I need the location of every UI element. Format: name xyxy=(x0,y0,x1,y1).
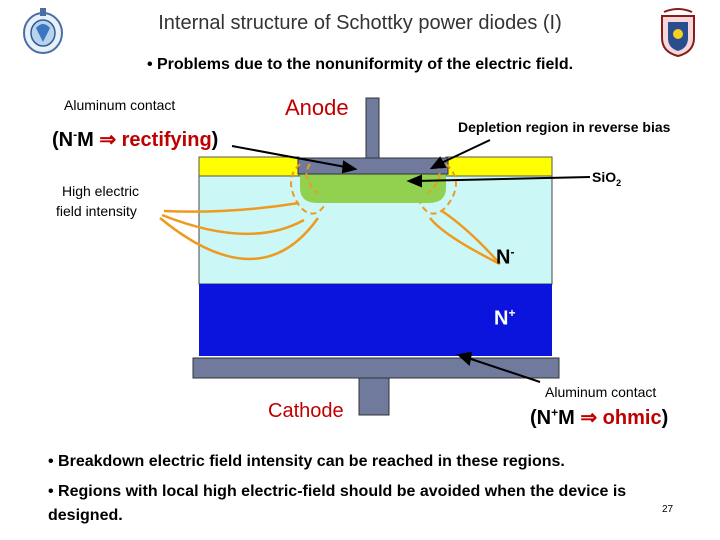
depletion-label: Depletion region in reverse bias xyxy=(458,119,671,135)
cathode-terminal xyxy=(358,377,390,416)
bullet-regions-cont: designed. xyxy=(48,507,123,524)
page-number: 27 xyxy=(662,504,674,515)
n-minus-main: N xyxy=(496,246,511,269)
cathode-label: Cathode xyxy=(268,400,344,422)
university-seal-icon xyxy=(20,6,66,56)
n-minus-sup: - xyxy=(510,245,515,259)
sio2-sub: 2 xyxy=(616,177,622,188)
pointer-lines xyxy=(159,201,501,266)
oxide-left xyxy=(198,156,300,177)
n-plus-main: N xyxy=(494,307,509,330)
ohmic-sup: + xyxy=(551,405,559,420)
sio2-label: SiO2 xyxy=(592,169,621,188)
rectifying-arrow-icon: ⇒ xyxy=(99,129,117,151)
n-plus-sup: + xyxy=(508,306,516,320)
ohmic-word: ohmic xyxy=(597,407,662,429)
rectifying-close: ) xyxy=(211,129,219,151)
sio2-si: Si xyxy=(592,169,606,185)
bullet-regions: • Regions with local high electric-field… xyxy=(48,483,627,500)
high-field-label: High electric field intensity xyxy=(56,181,140,221)
ohmic-label: (N+M ⇒ ohmic) xyxy=(530,405,668,430)
ohmic-close: ) xyxy=(661,407,669,429)
coat-of-arms-icon xyxy=(652,8,704,58)
aluminum-contact-bottom-label: Aluminum contact xyxy=(545,384,657,400)
rectifying-word: rectifying xyxy=(116,129,212,151)
arrows xyxy=(231,139,591,383)
anode-label: Anode xyxy=(285,95,349,120)
ohmic-open: (N xyxy=(530,407,552,429)
rectifying-label: (N-M ⇒ rectifying) xyxy=(52,127,218,152)
n-plus-label: N+ xyxy=(494,306,515,331)
cathode-metal-plate xyxy=(192,357,560,379)
anode-metal-plate xyxy=(297,157,449,175)
aluminum-contact-top-label: Aluminum contact xyxy=(64,97,176,113)
sio2-o: O xyxy=(605,169,617,185)
rectifying-open: (N xyxy=(52,129,74,151)
slide-title: Internal structure of Schottky power dio… xyxy=(158,12,562,34)
oxide-right xyxy=(445,156,553,177)
depletion-region xyxy=(300,174,446,203)
n-plus-region xyxy=(199,284,552,356)
bullet-breakdown: • Breakdown electric field intensity can… xyxy=(48,453,565,470)
ohmic-arrow-icon: ⇒ xyxy=(580,407,598,429)
anode-terminal xyxy=(365,97,380,159)
rectifying-m: M xyxy=(77,129,100,151)
high-field-line1: High electric xyxy=(62,183,140,199)
n-minus-label: N- xyxy=(496,245,514,270)
rectifying-sup: - xyxy=(73,127,78,142)
ohmic-m: M xyxy=(558,407,581,429)
slide-subtitle: • Problems due to the nonuniformity of t… xyxy=(146,56,574,73)
high-field-line2: field intensity xyxy=(56,203,137,219)
